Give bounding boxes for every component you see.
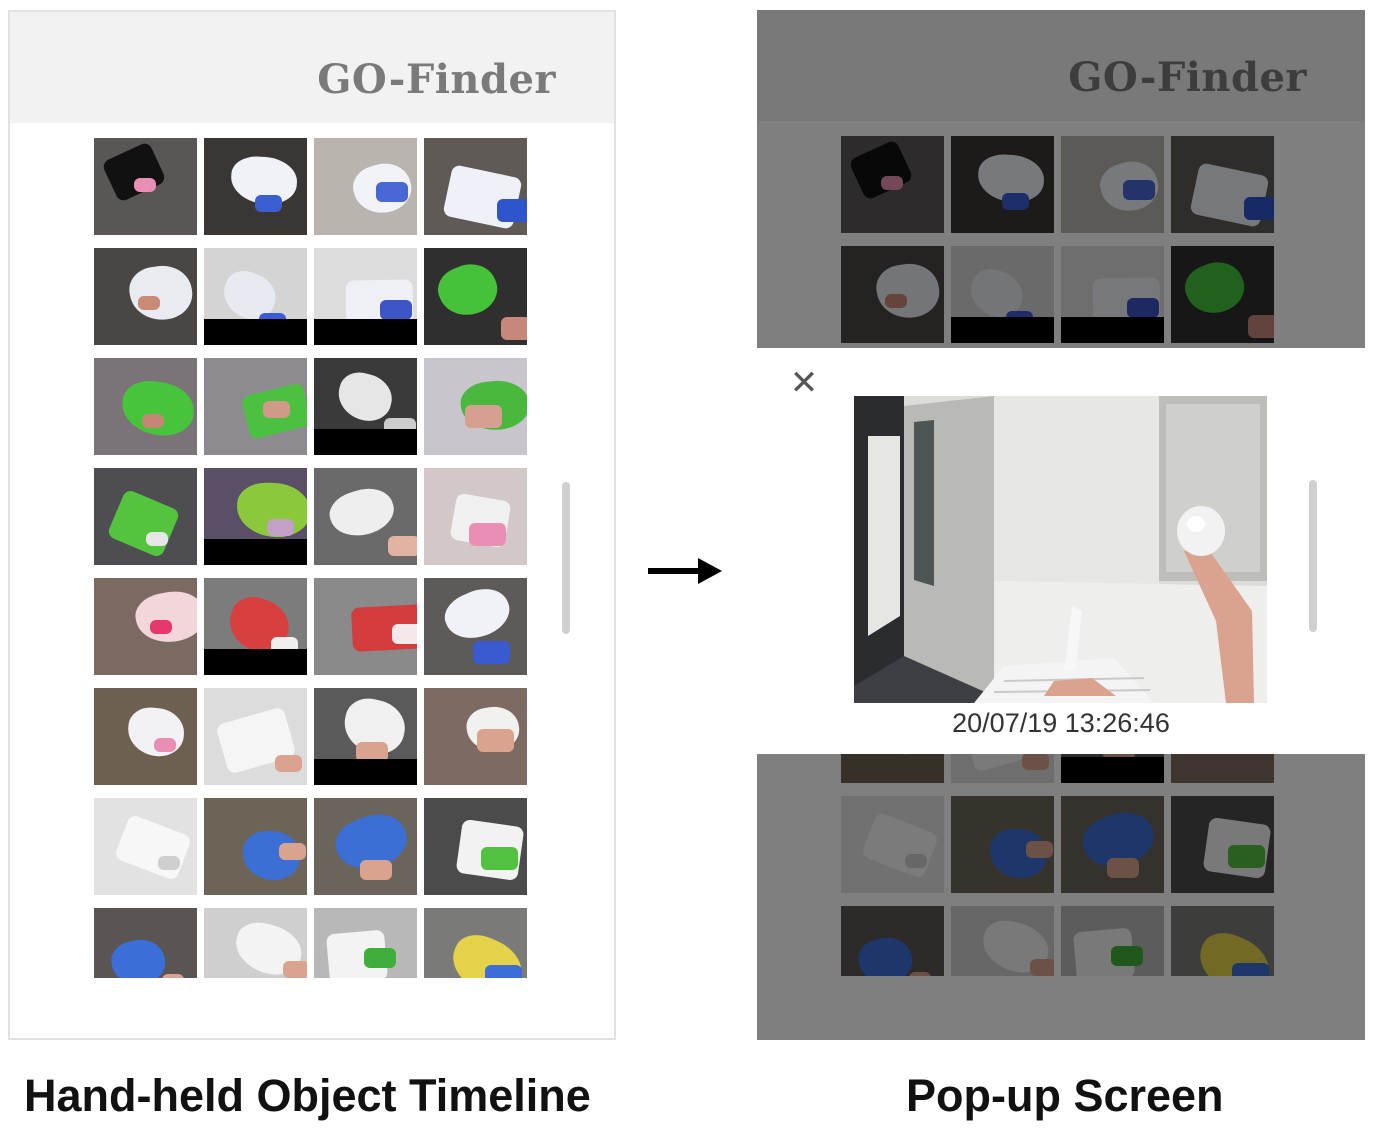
thumbnail-image[interactable] <box>94 468 197 565</box>
app-header: GO-Finder <box>10 12 614 123</box>
popup-screen: GO-Finder ✕ <box>757 10 1365 1040</box>
thumbnail-image[interactable] <box>94 798 197 895</box>
thumbnail-image[interactable] <box>314 908 417 978</box>
thumbnail-image[interactable] <box>314 798 417 895</box>
thumbnail-image[interactable] <box>424 578 527 675</box>
thumbnail-image[interactable] <box>424 908 527 978</box>
thumbnail-grid <box>94 138 527 1005</box>
thumbnail-image[interactable] <box>204 798 307 895</box>
timeline-caption: Hand-held Object Timeline <box>24 1070 591 1121</box>
app-title: GO-Finder <box>317 56 556 103</box>
thumbnail-image[interactable] <box>314 468 417 565</box>
thumbnail-image[interactable] <box>424 138 527 235</box>
close-icon[interactable]: ✕ <box>789 363 819 403</box>
thumbnail-image[interactable] <box>204 468 307 565</box>
thumbnail-image[interactable] <box>94 138 197 235</box>
thumbnail-image[interactable] <box>94 578 197 675</box>
thumbnail-image[interactable] <box>204 578 307 675</box>
scrollbar[interactable] <box>1309 480 1317 632</box>
scrollbar[interactable] <box>562 482 570 634</box>
scene-illustration <box>854 396 1267 703</box>
thumbnail-image[interactable] <box>94 248 197 345</box>
thumbnail-image[interactable] <box>424 358 527 455</box>
thumbnail-image[interactable] <box>204 908 307 978</box>
thumbnail-image[interactable] <box>314 688 417 785</box>
popup-timestamp: 20/07/19 13:26:46 <box>952 708 1170 738</box>
popup-caption: Pop-up Screen <box>906 1070 1224 1121</box>
timeline-screen: GO-Finder <box>8 10 616 1040</box>
thumbnail-image[interactable] <box>424 798 527 895</box>
thumbnail-image[interactable] <box>424 248 527 345</box>
thumbnail-image[interactable] <box>314 358 417 455</box>
thumbnail-image[interactable] <box>424 688 527 785</box>
thumbnail-image[interactable] <box>314 138 417 235</box>
thumbnail-image[interactable] <box>204 688 307 785</box>
thumbnail-image[interactable] <box>424 468 527 565</box>
thumbnail-image[interactable] <box>204 248 307 345</box>
thumbnail-image[interactable] <box>94 908 197 978</box>
thumbnail-image[interactable] <box>94 358 197 455</box>
thumbnail-image[interactable] <box>204 358 307 455</box>
popup-frame-image <box>854 396 1267 703</box>
thumbnail-image[interactable] <box>204 138 307 235</box>
thumbnail-image[interactable] <box>94 688 197 785</box>
popup-dialog: ✕ <box>757 348 1365 754</box>
thumbnail-image[interactable] <box>314 248 417 345</box>
thumbnail-image[interactable] <box>314 578 417 675</box>
